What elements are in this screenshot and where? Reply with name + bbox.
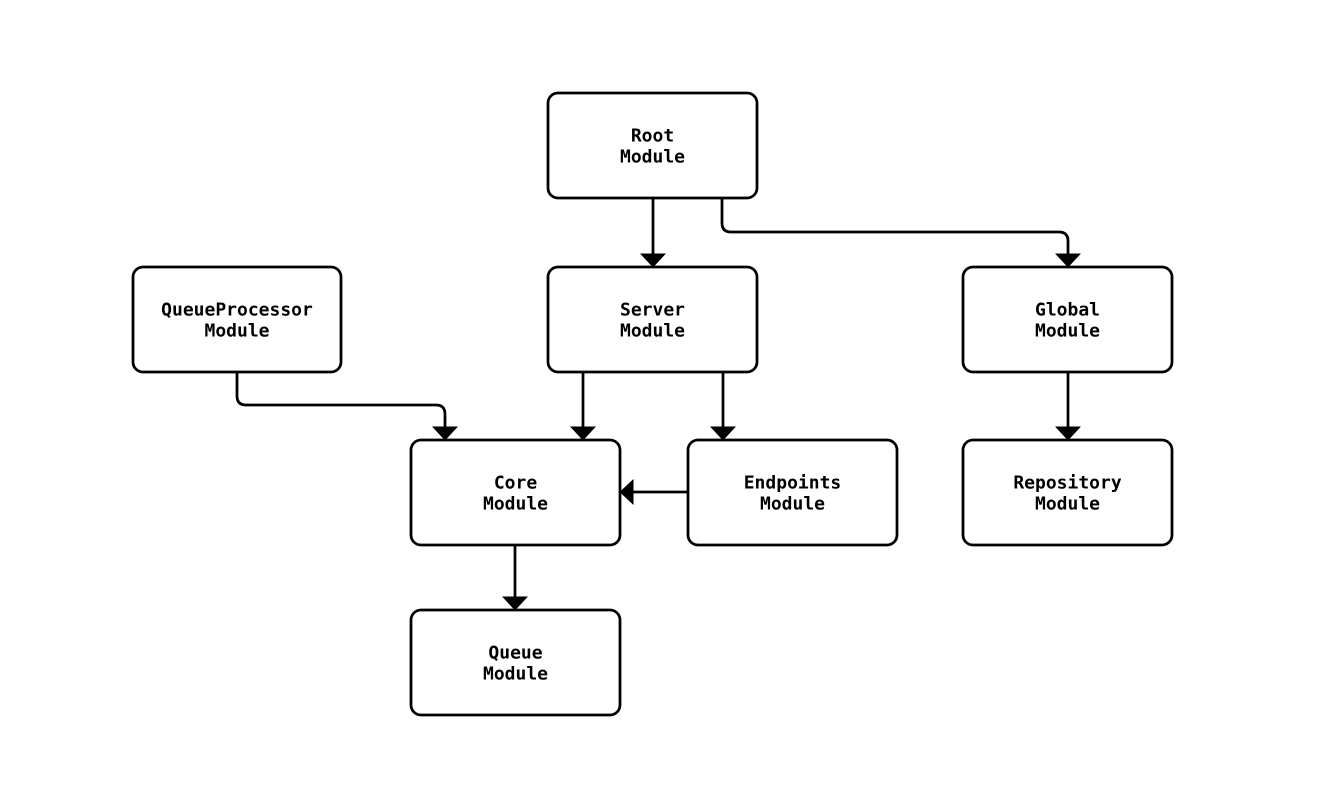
- edge-queueprocessor-to-core: [235, 372, 458, 441]
- node-queue-box: [409, 608, 622, 717]
- edges-layer: [235, 198, 1081, 611]
- node-endpoints-box: [686, 438, 899, 547]
- node-queueprocessor-box: [131, 265, 343, 374]
- node-server-box: [546, 265, 759, 374]
- node-global-box: [961, 265, 1174, 374]
- node-root-box: [546, 91, 759, 200]
- node-core-box: [409, 438, 622, 547]
- node-repository-box: [961, 438, 1174, 547]
- edge-root-to-global: [720, 198, 1081, 268]
